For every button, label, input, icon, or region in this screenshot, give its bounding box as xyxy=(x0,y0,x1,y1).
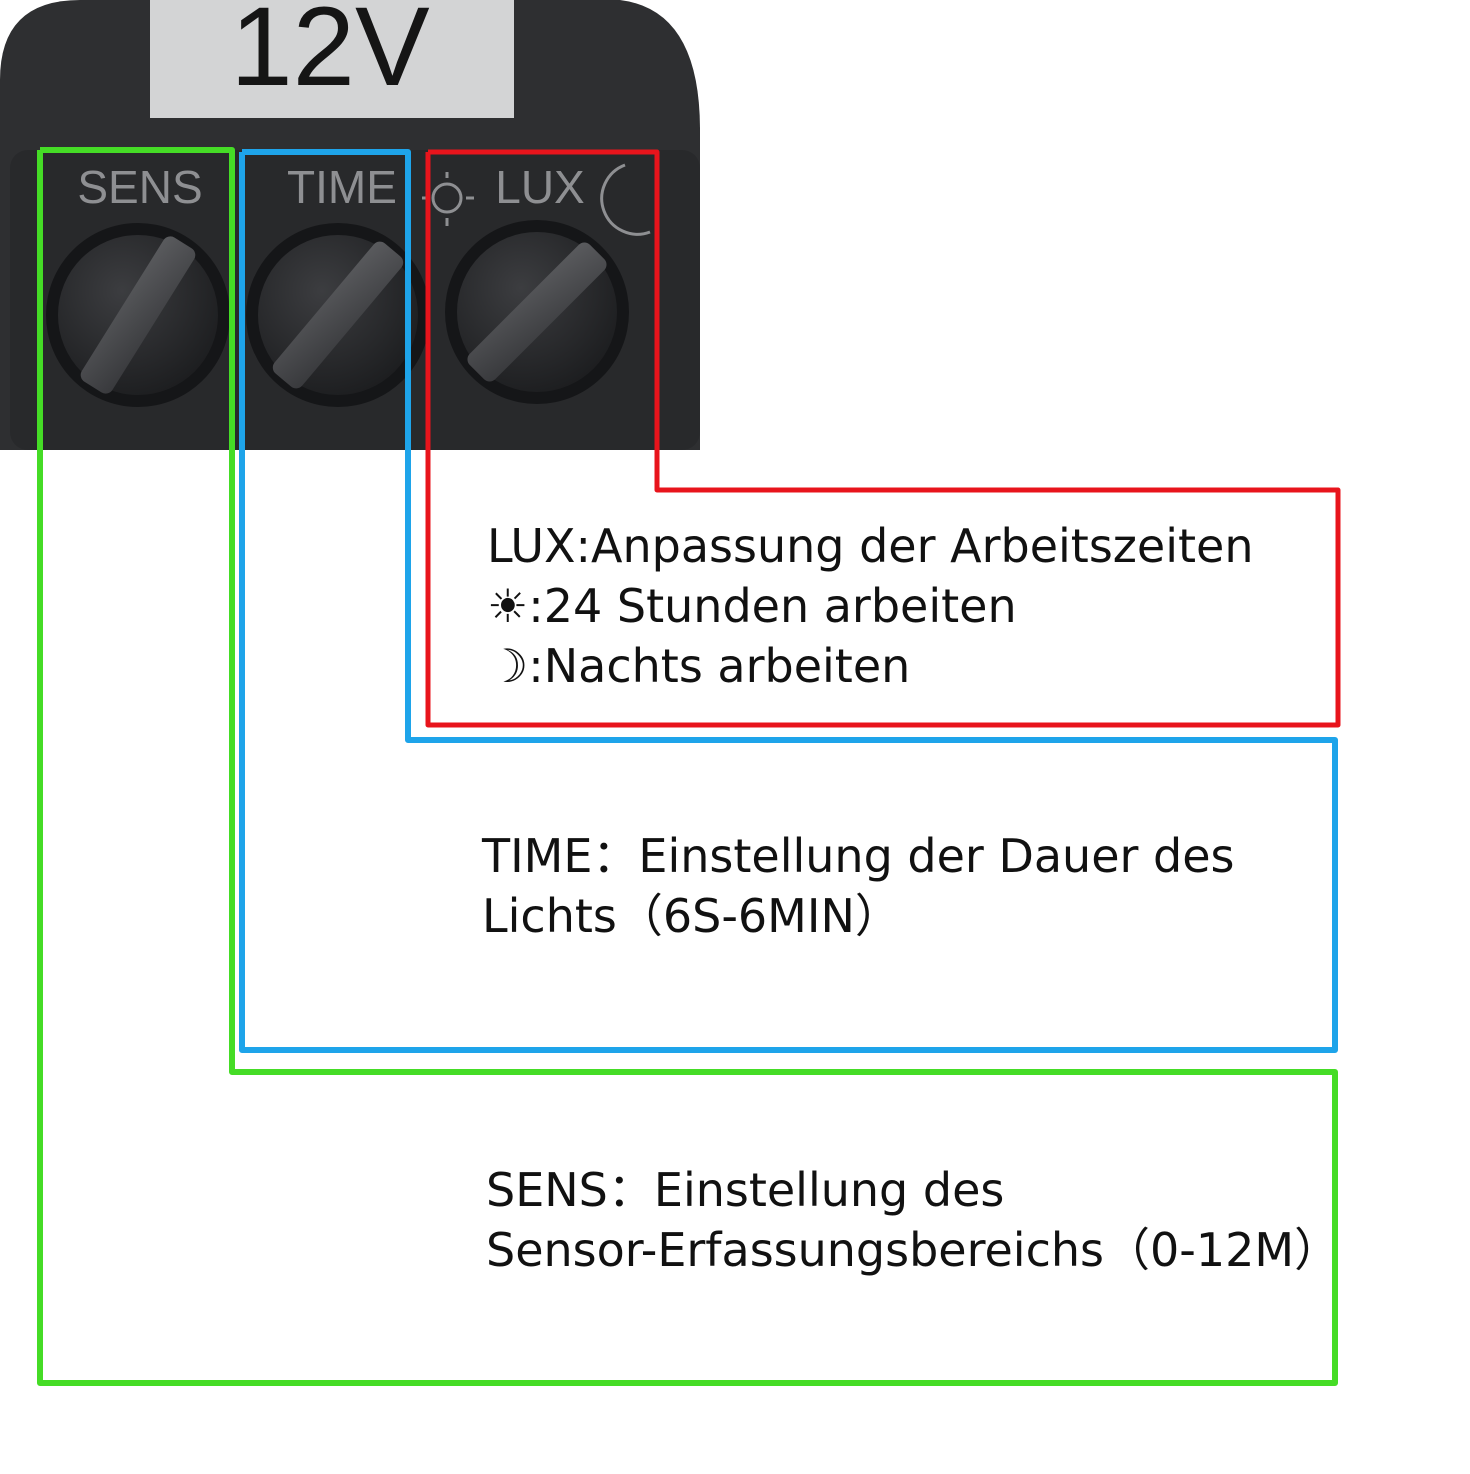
sens-line-1: SENS：Einstellung des xyxy=(486,1163,1005,1217)
voltage-label-plate xyxy=(150,0,514,118)
lux-line-3: ☽:Nachts arbeiten xyxy=(487,636,1254,696)
lux-line-1: LUX:Anpassung der Arbeitszeiten xyxy=(487,519,1254,573)
lux-description: LUX:Anpassung der Arbeitszeiten ☀:24 Stu… xyxy=(487,516,1254,696)
time-line-2: Lichts（6S-6MIN） xyxy=(482,889,901,943)
moon-icon xyxy=(600,163,651,236)
knob-label-lux: LUX xyxy=(495,161,584,213)
time-description: TIME：Einstellung der Dauer des Lichts（6S… xyxy=(482,826,1235,946)
lux-line-3-text: :Nachts arbeiten xyxy=(528,639,911,693)
lux-callout-frame xyxy=(425,149,1341,728)
knob-label-sens: SENS xyxy=(77,161,202,213)
lux-line-2: ☀:24 Stunden arbeiten xyxy=(487,576,1254,636)
lux-line-2-text: :24 Stunden arbeiten xyxy=(528,579,1017,633)
sens-callout-frame xyxy=(37,147,1338,1386)
knob-label-time: TIME xyxy=(287,161,397,213)
voltage-label: 12V xyxy=(230,0,430,109)
sens-line-2: Sensor-Erfassungsbereichs（0-12M） xyxy=(486,1223,1341,1277)
sens-description: SENS：Einstellung des Sensor-Erfassungsbe… xyxy=(486,1160,1340,1280)
time-line-1: TIME：Einstellung der Dauer des xyxy=(482,829,1235,883)
time-knob[interactable] xyxy=(246,223,430,407)
lux-knob[interactable] xyxy=(445,220,629,404)
sens-knob[interactable] xyxy=(46,223,230,407)
moon-symbol-icon: ☽ xyxy=(487,639,529,693)
sun-icon xyxy=(422,172,474,226)
sun-symbol-icon: ☀ xyxy=(487,579,529,633)
time-callout-frame xyxy=(239,149,1338,1053)
